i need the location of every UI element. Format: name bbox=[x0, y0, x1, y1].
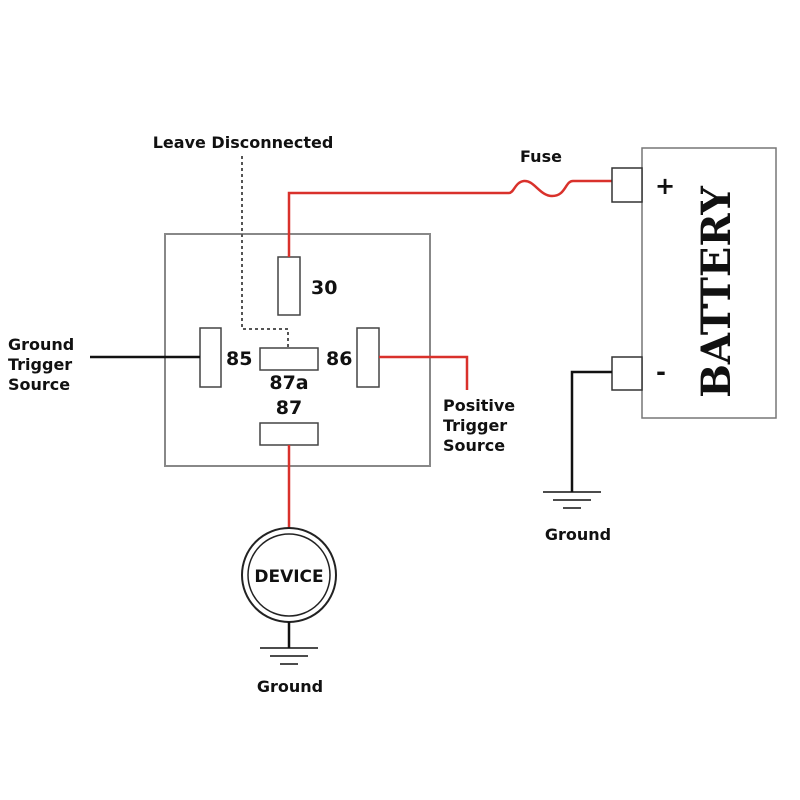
pin-85 bbox=[199, 327, 222, 388]
positive-trigger-label: Positive Trigger Source bbox=[443, 396, 521, 455]
ground-trigger-label: Ground Trigger Source bbox=[8, 335, 80, 394]
pin-87-label: 87 bbox=[276, 397, 302, 419]
battery-positive-terminal bbox=[611, 167, 643, 203]
pin-30 bbox=[277, 256, 301, 316]
pin-85-label: 85 bbox=[226, 348, 252, 370]
relay-body bbox=[164, 233, 431, 467]
pin-30-label: 30 bbox=[311, 277, 337, 299]
plus-sign: + bbox=[655, 172, 675, 200]
battery-body bbox=[641, 147, 777, 419]
wire-30-to-battery bbox=[287, 179, 612, 257]
ground-symbol-device bbox=[260, 647, 318, 665]
device-label: DEVICE bbox=[254, 567, 323, 587]
battery-label: BATTERY bbox=[693, 186, 740, 398]
wire-86-positive-trigger bbox=[379, 355, 469, 390]
pin-86-label: 86 bbox=[326, 348, 352, 370]
pin-87a-label: 87a bbox=[269, 372, 308, 394]
wire-battery-ground bbox=[570, 370, 612, 492]
battery-ground-label: Ground bbox=[545, 525, 611, 544]
device-inner-ring bbox=[247, 533, 331, 617]
fuse-label: Fuse bbox=[520, 147, 562, 166]
ground-symbol-battery bbox=[543, 491, 601, 509]
device-ground-label: Ground bbox=[257, 677, 323, 696]
disconnected-dotted-line bbox=[241, 156, 289, 348]
pin-87 bbox=[259, 422, 319, 446]
leave-disconnected-label: Leave Disconnected bbox=[153, 133, 334, 152]
pin-87a bbox=[259, 347, 319, 371]
battery-negative-terminal bbox=[611, 356, 643, 391]
pin-86 bbox=[356, 327, 380, 388]
minus-sign: - bbox=[656, 358, 666, 386]
